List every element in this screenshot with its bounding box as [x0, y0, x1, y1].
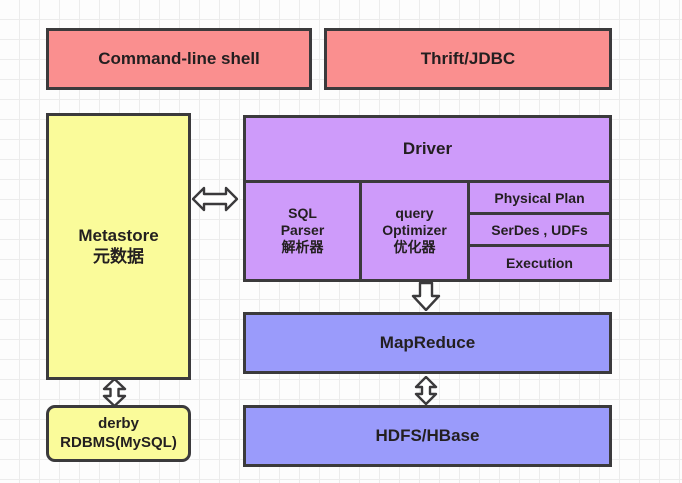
driver-body: SQL Parser 解析器 query Optimizer 优化器 Physi… — [246, 183, 609, 279]
node-sql-parser-label-line1: SQL — [288, 204, 317, 221]
node-derby-label-line2: RDBMS(MySQL) — [60, 433, 177, 451]
node-query-optimizer-label-line3: 优化器 — [393, 239, 436, 256]
node-sql-parser-labels: SQL Parser 解析器 — [281, 205, 325, 258]
node-execution[interactable]: Execution — [470, 247, 609, 279]
node-serdes-udfs-label: SerDes , UDFs — [491, 221, 588, 238]
down-arrow-icon — [411, 282, 441, 311]
node-driver-title-label: Driver — [402, 139, 453, 158]
node-thrift-jdbc-label: Thrift/JDBC — [420, 48, 516, 68]
node-metastore-labels: Metastore 元数据 — [78, 226, 158, 267]
node-serdes-udfs[interactable]: SerDes , UDFs — [470, 215, 609, 247]
node-query-optimizer[interactable]: query Optimizer 优化器 — [362, 183, 470, 279]
node-mapreduce[interactable]: MapReduce — [243, 312, 612, 374]
node-sql-parser[interactable]: SQL Parser 解析器 — [246, 183, 362, 279]
node-mapreduce-label: MapReduce — [379, 332, 476, 352]
node-query-optimizer-label-line2: Optimizer — [382, 222, 447, 239]
node-driver-title: Driver — [246, 118, 609, 183]
node-hdfs-hbase[interactable]: HDFS/HBase — [243, 405, 612, 467]
node-physical-plan-label: Physical Plan — [494, 189, 585, 206]
node-metastore-label-en: Metastore — [78, 225, 159, 245]
driver-stack-column: Physical Plan SerDes , UDFs Execution — [470, 183, 609, 279]
node-sql-parser-label-line2: Parser — [280, 222, 325, 239]
node-driver-group[interactable]: Driver SQL Parser 解析器 query Optimizer 优化… — [243, 115, 612, 282]
node-sql-parser-label-line3: 解析器 — [281, 239, 324, 256]
node-thrift-jdbc[interactable]: Thrift/JDBC — [324, 28, 612, 90]
node-metastore-label-zh: 元数据 — [93, 246, 144, 267]
node-execution-label: Execution — [506, 255, 573, 271]
node-hdfs-hbase-label: HDFS/HBase — [375, 425, 480, 445]
node-command-line-shell-label: Command-line shell — [98, 48, 260, 68]
node-query-optimizer-label-line1: query — [395, 204, 434, 221]
node-derby-rdbms[interactable]: derby RDBMS(MySQL) — [46, 405, 191, 462]
bidirectional-vertical-arrow-icon — [413, 376, 439, 405]
node-query-optimizer-labels: query Optimizer 优化器 — [382, 205, 447, 258]
node-metastore[interactable]: Metastore 元数据 — [46, 113, 191, 380]
node-command-line-shell[interactable]: Command-line shell — [46, 28, 312, 90]
node-derby-label-line1: derby — [98, 415, 139, 433]
node-physical-plan[interactable]: Physical Plan — [470, 183, 609, 215]
bidirectional-horizontal-arrow-icon — [192, 182, 238, 216]
node-derby-labels: derby RDBMS(MySQL) — [60, 415, 177, 452]
bidirectional-vertical-arrow-icon — [100, 378, 129, 407]
